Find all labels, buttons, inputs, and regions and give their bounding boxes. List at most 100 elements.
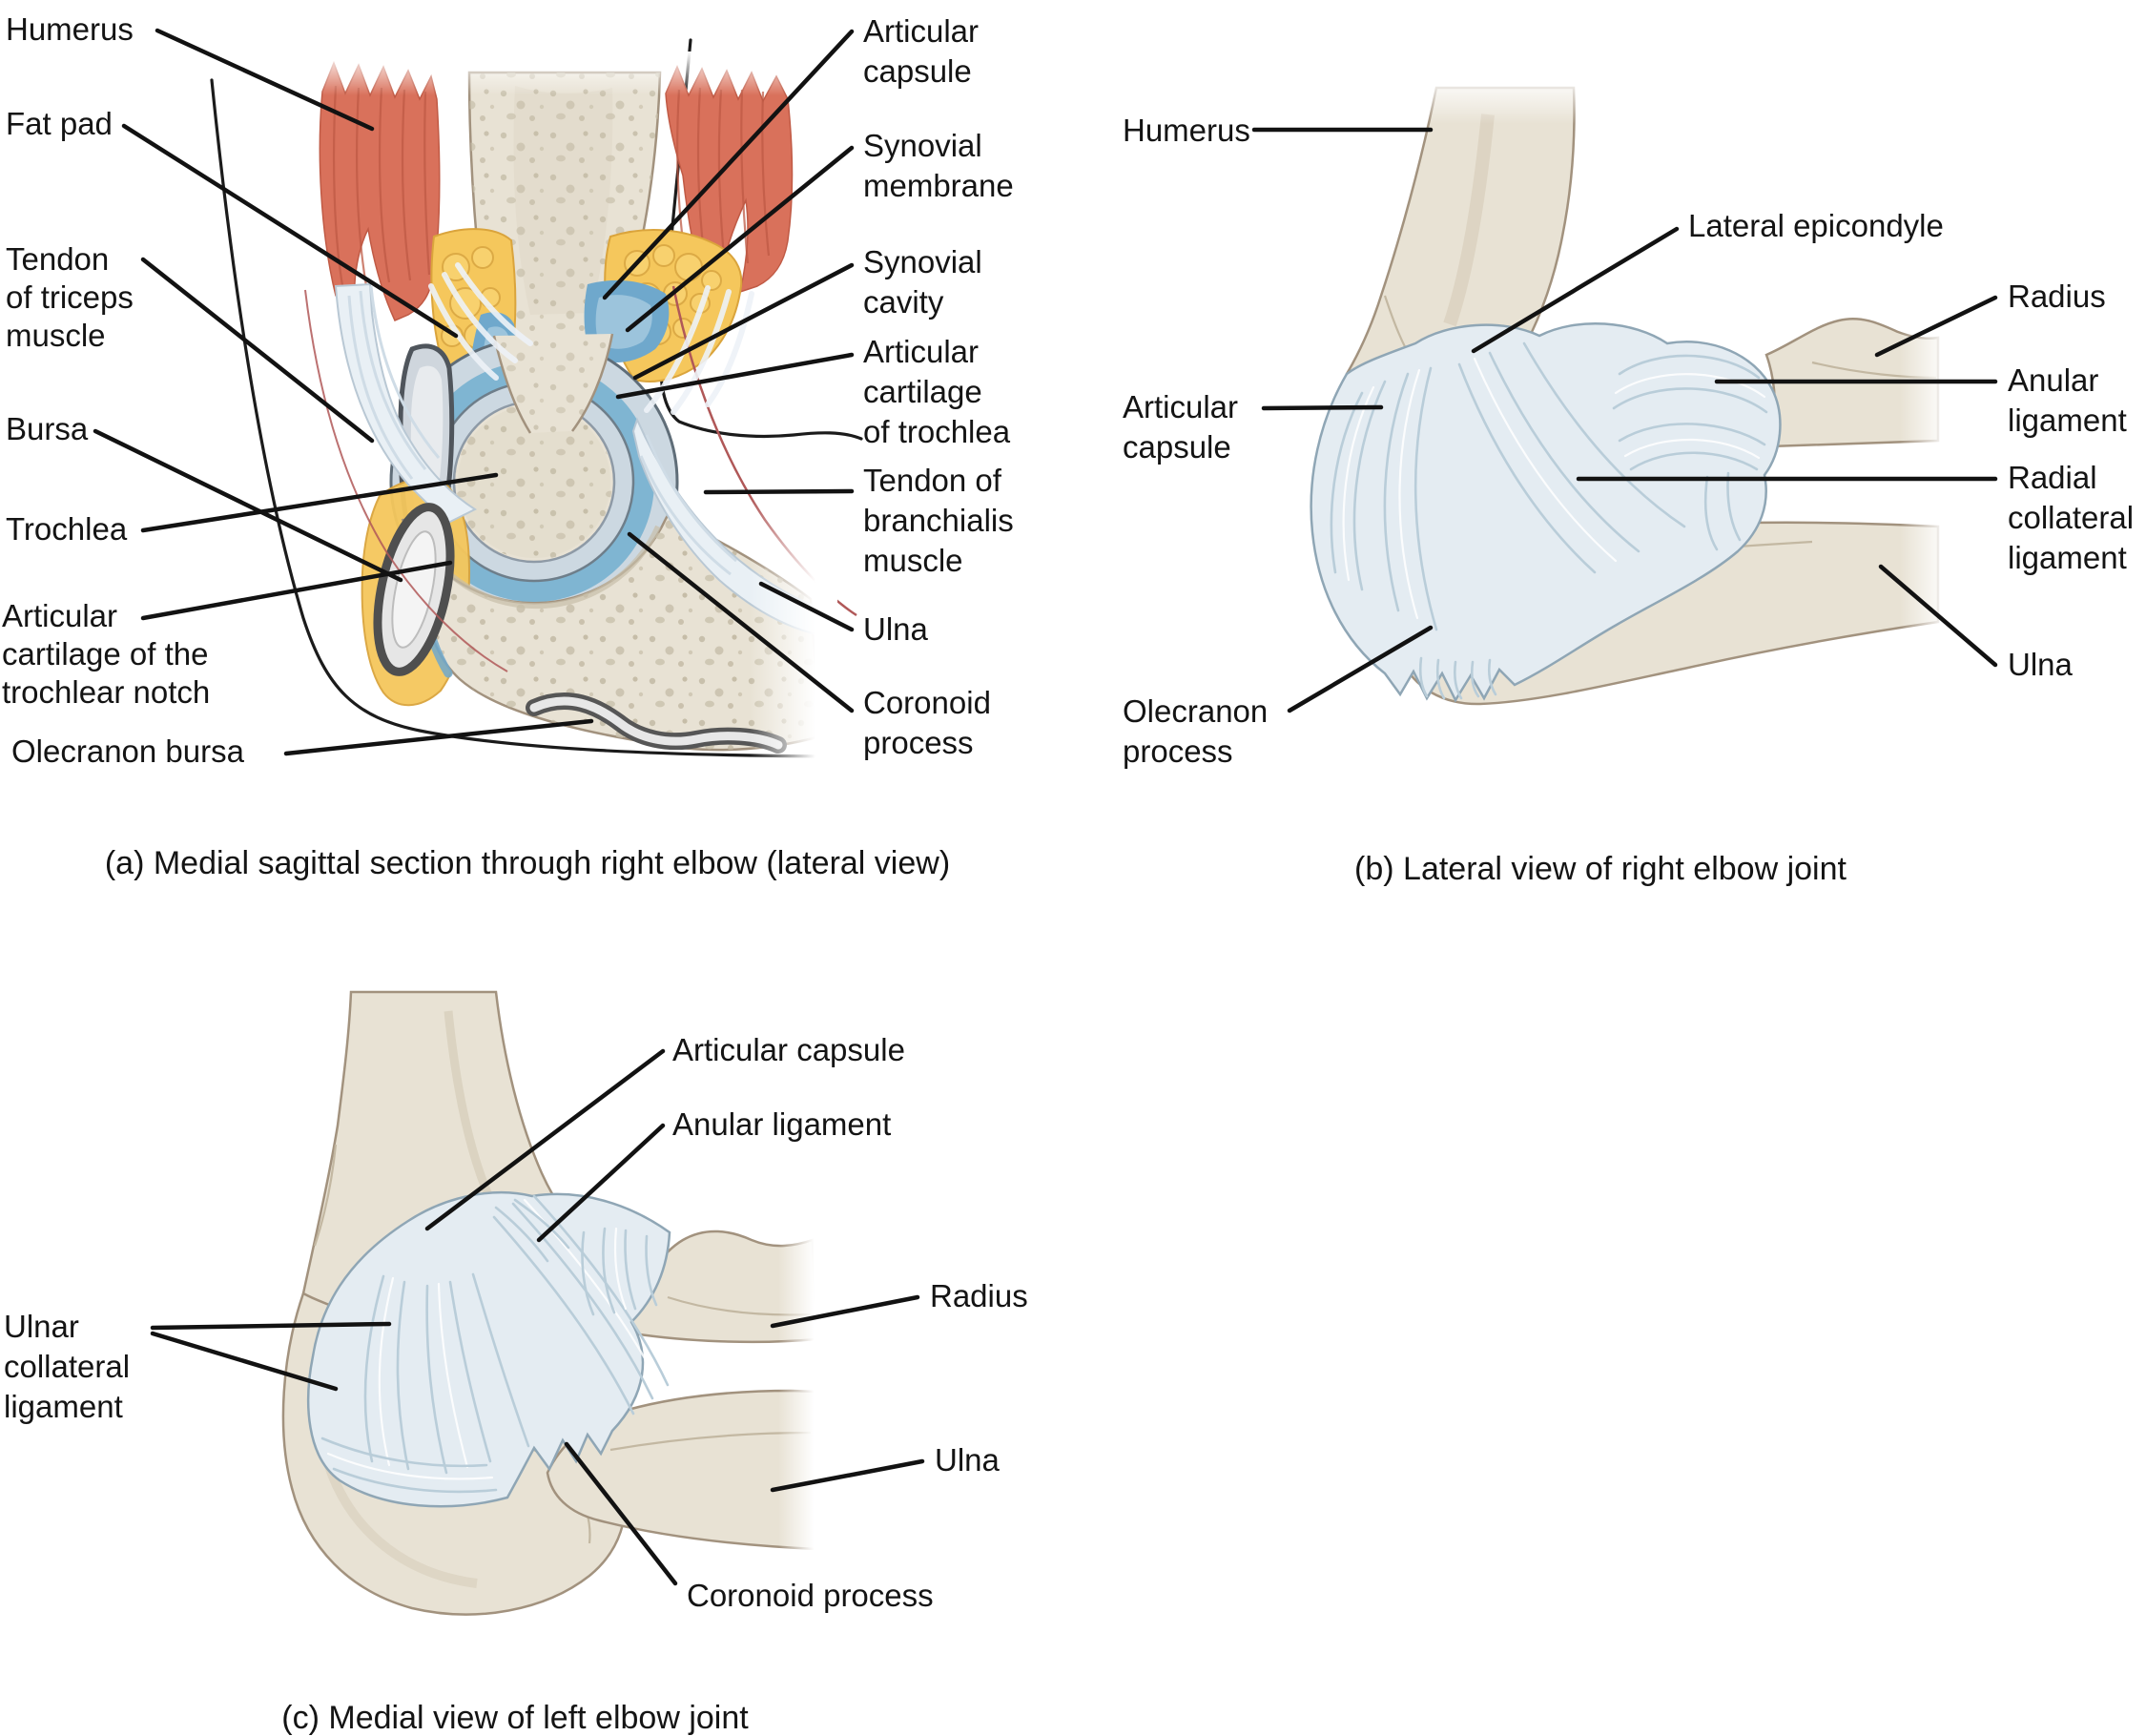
b-label-anular-line1: Anular	[2008, 362, 2098, 398]
a-leader-humerus	[155, 28, 375, 132]
a-label-tendon-triceps-line2: of triceps	[6, 279, 134, 315]
a-leader-trochlea	[140, 472, 499, 533]
a-triceps-tendon	[334, 282, 478, 525]
a-label-articular-capsule-line2: capsule	[863, 53, 972, 89]
c-label-ulnar-collateral-line3: ligament	[4, 1389, 123, 1424]
a-label-articular-capsule-line1: Articular	[863, 13, 979, 49]
c-leader-ulna	[770, 1458, 925, 1493]
a-label-trochlea: Trochlea	[6, 511, 128, 547]
a-trochlea-speckle	[456, 403, 612, 560]
c-label-ulnar-collateral-line2: collateral	[4, 1349, 130, 1384]
a-label-tendon-triceps-line1: Tendon	[6, 241, 109, 277]
a-leader-cartilage-trochlear-notch	[140, 560, 453, 621]
b-label-anular-line2: ligament	[2008, 403, 2127, 438]
b-label-radial-collateral-line1: Radial	[2008, 460, 2097, 495]
a-label-tendon-branchialis-line2: branchialis	[863, 503, 1014, 538]
b-right-fade	[1900, 305, 1963, 725]
a-label-tendon-branchialis-line3: muscle	[863, 543, 963, 578]
b-label-radius: Radius	[2008, 279, 2106, 314]
a-leader-tendon-of-triceps	[140, 257, 375, 444]
b-label-ulna: Ulna	[2008, 647, 2074, 682]
c-olecranon-shading	[320, 1448, 478, 1588]
a-label-fat-pad: Fat pad	[6, 106, 113, 141]
a-humerus-neck	[492, 333, 614, 434]
c-humerus-crease	[313, 1144, 338, 1247]
a-label-olecranon-bursa: Olecranon bursa	[11, 734, 245, 769]
a-brachialis-tendon-streaks	[639, 434, 737, 576]
a-top-fade	[275, 52, 813, 95]
b-label-radial-collateral-line2: collateral	[2008, 500, 2134, 535]
b-leader-articular-capsule	[1261, 404, 1384, 411]
a-leader-olecranon-bursa	[283, 718, 594, 756]
a-label-coronoid-line2: process	[863, 725, 974, 760]
a-leader-cartilage-of-trochlea	[615, 352, 855, 400]
panel-a-illustration	[210, 38, 863, 775]
a-label-ulna: Ulna	[863, 611, 929, 647]
a-label-tendon-branchialis-line1: Tendon of	[863, 463, 1002, 498]
b-leader-radius	[1874, 295, 1998, 358]
a-label-synovial-cavity-line2: cavity	[863, 284, 944, 320]
b-leader-ulna	[1878, 564, 1998, 668]
panel-a-caption: (a) Medial sagittal section through righ…	[105, 845, 950, 881]
a-leader-articular-capsule	[602, 29, 855, 300]
c-leader-ulnar-collateral-2	[150, 1331, 339, 1392]
a-label-synovial-cavity-line1: Synovial	[863, 244, 982, 279]
a-fascia-line-left	[304, 289, 508, 672]
a-label-humerus: Humerus	[6, 11, 134, 47]
a-label-cartilage-notch-line2: cartilage of the	[2, 636, 208, 672]
a-label-synovial-membrane-line2: membrane	[863, 168, 1014, 203]
a-leader-synovial-cavity	[632, 262, 855, 381]
a-label-tendon-triceps-line3: muscle	[6, 318, 106, 353]
a-right-fade	[750, 488, 837, 775]
b-label-olecranon-line1: Olecranon	[1123, 693, 1268, 729]
c-label-anular-ligament: Anular ligament	[672, 1106, 891, 1142]
a-label-synovial-membrane-line1: Synovial	[863, 128, 982, 163]
c-label-radius: Radius	[930, 1278, 1028, 1313]
a-label-bursa: Bursa	[6, 411, 89, 446]
a-leader-ulna	[758, 581, 855, 632]
a-white-fiber-streaks	[428, 262, 754, 415]
a-label-cartilage-trochlea-line3: of trochlea	[863, 414, 1011, 449]
a-leader-fat-pad	[121, 123, 459, 339]
c-label-articular-capsule: Articular capsule	[672, 1032, 905, 1067]
panel-b-labels: Humerus Lateral epicondyle Articular cap…	[1123, 113, 2134, 887]
b-label-olecranon-line2: process	[1123, 734, 1233, 769]
panel-b-caption: (b) Lateral view of right elbow joint	[1354, 851, 1847, 887]
b-label-articular-capsule-line2: capsule	[1123, 429, 1231, 465]
b-leader-olecranon-process	[1287, 625, 1434, 713]
c-leader-anular-ligament	[536, 1123, 666, 1243]
c-leader-articular-capsule	[424, 1048, 666, 1231]
a-triceps-tendon-streaks	[347, 285, 441, 480]
a-label-cartilage-trochlea-line2: cartilage	[863, 374, 982, 409]
panel-c-labels: Articular capsule Anular ligament Radius…	[4, 1032, 1028, 1736]
a-skin-outline-right	[659, 38, 863, 441]
a-label-cartilage-notch-line3: trochlear notch	[2, 674, 210, 710]
b-label-lateral-epicondyle: Lateral epicondyle	[1688, 208, 1944, 243]
a-leader-bursa	[93, 428, 403, 583]
a-olecranon-bursa	[526, 692, 787, 754]
b-label-humerus: Humerus	[1123, 113, 1250, 148]
panel-a-labels: Humerus Fat pad Tendon of triceps muscle…	[2, 11, 1014, 881]
b-top-fade	[1373, 76, 1593, 124]
c-ligament-fibers	[320, 1194, 670, 1494]
b-label-radial-collateral-line3: ligament	[2008, 540, 2127, 575]
c-label-ulna: Ulna	[935, 1442, 1001, 1478]
b-label-articular-capsule-line1: Articular	[1123, 389, 1238, 424]
a-label-coronoid-line1: Coronoid	[863, 685, 991, 720]
a-label-cartilage-notch-line1: Articular	[2, 598, 117, 633]
a-leader-synovial-membrane	[625, 145, 855, 333]
a-skin-outline-left	[210, 78, 836, 758]
c-leader-coronoid-process	[564, 1441, 678, 1586]
b-humerus-shading	[1443, 114, 1495, 327]
b-leader-lateral-epicondyle	[1471, 226, 1680, 354]
panel-b-illustration	[1310, 76, 1963, 725]
a-leader-coronoid-process	[627, 531, 855, 713]
c-label-coronoid-process: Coronoid process	[687, 1578, 934, 1613]
leader-lines	[93, 28, 1998, 1586]
c-ligament-mass	[306, 1190, 671, 1508]
panel-c-illustration	[281, 990, 826, 1616]
c-label-ulnar-collateral-line1: Ulnar	[4, 1309, 79, 1344]
b-articular-capsule-mass	[1310, 322, 1782, 703]
